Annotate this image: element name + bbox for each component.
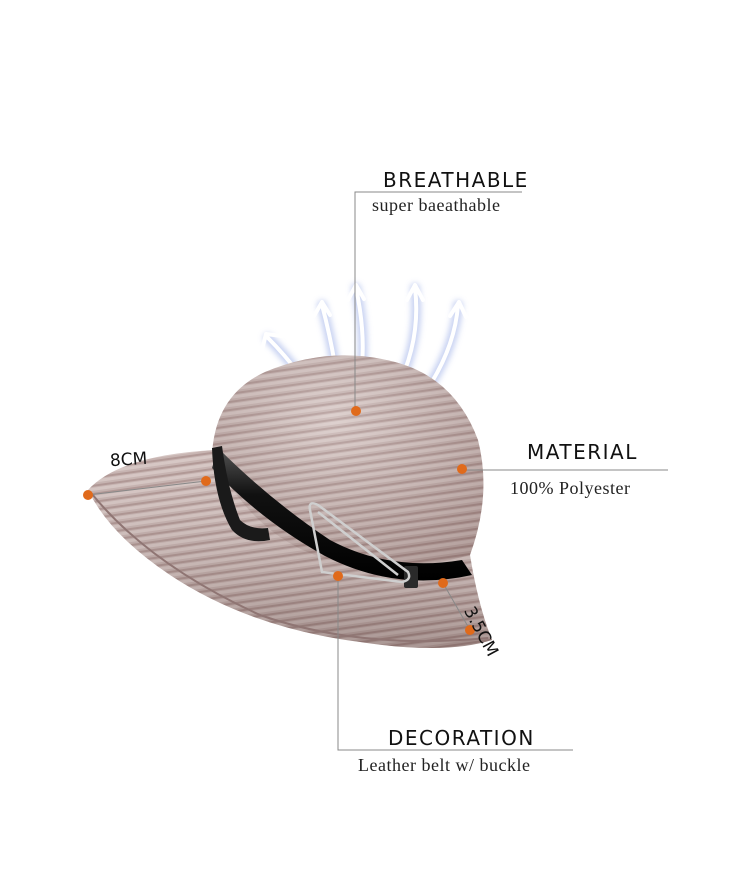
leader-lines	[87, 191, 668, 751]
marker-dot	[83, 490, 93, 500]
markers	[83, 406, 475, 635]
marker-dot	[465, 625, 475, 635]
marker-dot	[201, 476, 211, 486]
arrow-icon	[346, 283, 366, 367]
feature-title-material: MATERIAL	[527, 440, 638, 464]
feature-desc-breathable: super baeathable	[372, 195, 501, 215]
marker-dot	[457, 464, 467, 474]
arrow-icon	[428, 300, 468, 387]
marker-dot	[333, 571, 343, 581]
feature-title-breathable: BREATHABLE	[383, 168, 529, 192]
leather-belt	[212, 446, 472, 588]
feature-title-decoration: DECORATION	[388, 726, 535, 750]
hat-brim	[88, 450, 492, 649]
feature-desc-decoration: Leather belt w/ buckle	[358, 755, 531, 775]
buckle-icon	[308, 502, 411, 584]
marker-dot	[351, 406, 361, 416]
arrow-icon	[403, 283, 425, 372]
brim-width-label: 8CM	[109, 448, 149, 472]
marker-dot	[438, 578, 448, 588]
feature-desc-material: 100% Polyester	[510, 478, 631, 498]
